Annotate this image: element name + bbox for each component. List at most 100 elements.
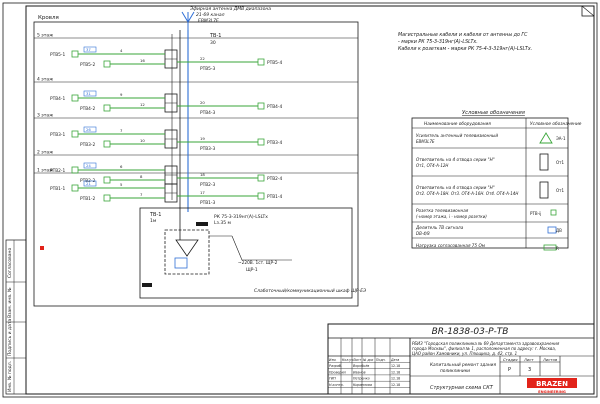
length-value: 20	[200, 100, 205, 105]
length-tag-value: 31	[86, 91, 91, 96]
date-cell: 12.18	[391, 383, 400, 387]
splitter-symbol-icon	[547, 226, 557, 234]
length-value: 16	[140, 58, 145, 63]
outlet-icon	[71, 184, 79, 192]
legend-row: Усилитель антенный телевизионныйЕВМ3L7ЕЭ…	[416, 132, 566, 144]
outlet-icon	[71, 94, 79, 102]
legend-col-symbol: Условное обозначение	[530, 121, 582, 127]
company-logo	[527, 378, 577, 388]
note-line2: - марки РК 75-3-319нг(А)-LSLTx.	[398, 39, 478, 45]
note-line1: Магистральные кабели и кабели от антенны…	[398, 32, 528, 38]
revision-header-cell: Кол.уч	[342, 358, 353, 362]
col-sheet: Лист	[523, 357, 534, 362]
sheet-value: 3	[528, 367, 531, 373]
drawing-code: ВR-1838-03-Р-ТВ	[432, 327, 509, 337]
legend-row: Розетка телевизионная(-номер этажа, i - …	[416, 208, 557, 219]
date-cell: 12.18	[391, 370, 400, 374]
outlet-label: РТВ5-1	[50, 52, 65, 58]
legend-name-line1: Розетка телевизионная	[416, 208, 469, 213]
antenna-note-line1: Эфирная антенна ДМВ диапазона	[189, 6, 271, 12]
outlet-icon	[257, 102, 265, 110]
cabinet-group: ТВ-1 1м РК 75-3-319нг(А)-LSLTx Lз.35 м ~…	[139, 207, 367, 299]
stage-value: Р	[508, 367, 511, 373]
legend-symbol-label: От1	[556, 188, 564, 193]
amplifier-box	[164, 229, 210, 275]
project-line2: города Москвы", филиал № 1, расположенна…	[412, 346, 556, 351]
red-marker	[40, 246, 44, 250]
logo-text: BRAZEN	[536, 380, 568, 388]
outlet-label: РТВ1-4	[267, 194, 282, 200]
length-value: 6	[120, 164, 123, 169]
outlet-icon	[257, 174, 265, 182]
outlet-label: РТВ1-3	[200, 200, 215, 206]
legend-row: Ответвитель на 4 отвода серии "Н"От1, ОТ…	[416, 153, 564, 171]
length-tag-value: 37	[86, 47, 91, 52]
floor-label: 4 этаж	[37, 77, 53, 83]
outlet-icon	[103, 104, 111, 112]
legend-name-line2: (-номер этажа, i - номер розетки)	[416, 214, 487, 219]
legend-name-line1: Ответвитель на 4 отвода серии "Н"	[416, 157, 495, 162]
length-tag	[83, 126, 97, 133]
outlet-label: РТВ3-4	[267, 140, 282, 146]
outlet-icon	[257, 138, 265, 146]
name-cell: Кириллова	[353, 383, 372, 387]
outlet-icon	[257, 58, 265, 66]
outlet-label: РТВ5-3	[200, 66, 215, 72]
role-cell: Проверил	[329, 370, 347, 374]
outlet-label: РТВ4-1	[50, 96, 65, 102]
outlet-icon	[257, 192, 265, 200]
revision-header-cell: Лист	[352, 358, 361, 362]
length-tag-value: 21	[86, 181, 91, 186]
legend-name-line2: От1, ОТ4-А-12Н	[416, 163, 448, 168]
cabinet-sub: 1м	[150, 218, 156, 224]
outlet-icon	[103, 60, 111, 68]
outlet-icon	[71, 50, 79, 58]
cabinet-caption: Слаботочный/коммуникационный шкаф ЩР-ЕЭ	[254, 288, 367, 294]
cable-length: Lз.35 м	[214, 220, 231, 226]
length-value: 8	[140, 174, 143, 179]
length-tag	[83, 90, 97, 97]
tap-symbol-icon	[539, 153, 549, 171]
length-value: 22	[200, 56, 205, 61]
revision-header-cell: Дата	[390, 358, 399, 362]
role-cell: ГИП	[329, 377, 336, 381]
legend-col-name: Наименование оборудования	[424, 121, 491, 127]
roof-label: Кровля	[38, 15, 59, 21]
length-tag	[83, 180, 97, 187]
length-value: 4	[120, 48, 123, 53]
inner-frame	[25, 5, 595, 395]
outlet-label: РТВ1-1	[50, 186, 65, 192]
length-tag-value: 26	[86, 127, 91, 132]
side-stamp-cell-3: Взам. инв. №	[7, 287, 13, 318]
notes-block: Магистральные кабели и кабели от антенны…	[398, 32, 532, 52]
legend-row: Нагрузка согласованная 75 ОмR	[416, 243, 559, 251]
cabinet-label: ТВ-1	[149, 212, 161, 218]
outlet-icon	[71, 130, 79, 138]
tv-head-label: ТВ-1	[209, 33, 221, 39]
supply-line2: ЩР-1	[246, 267, 258, 273]
outlet-icon	[103, 194, 111, 202]
outlet-label: РТВ2-1	[50, 168, 65, 174]
outer-frame	[2, 2, 598, 398]
drawing-name: Структурная схема СКТ	[430, 385, 494, 391]
legend-title: Условные обозначения	[462, 110, 525, 116]
sheet-title2: поликлиники	[440, 369, 470, 374]
outlet-label: РТВ5-2	[80, 62, 95, 68]
legend-name-line1: Усилитель антенный телевизионный	[416, 133, 498, 138]
title-block: ВR-1838-03-Р-ТВ РБИЗ "Городская поликлин…	[327, 323, 595, 395]
length-value: 18	[200, 172, 205, 177]
antenna-group: Эфирная антенна ДМВ диапазона 21-69 кана…	[171, 6, 271, 240]
splitter-icon	[174, 257, 188, 269]
legend-symbol-label: R	[556, 246, 559, 251]
outlet-symbol-icon	[550, 209, 557, 216]
side-stamp: Согласовано Взам. инв. № Подпись и дата …	[5, 239, 27, 395]
revision-header-cell: Подп.	[376, 358, 386, 362]
outlet-label: РТВ5-4	[267, 60, 282, 66]
legend-name-line1: Делитель ТВ сигнала	[415, 225, 464, 230]
revision-header-cell: № док	[362, 358, 373, 362]
